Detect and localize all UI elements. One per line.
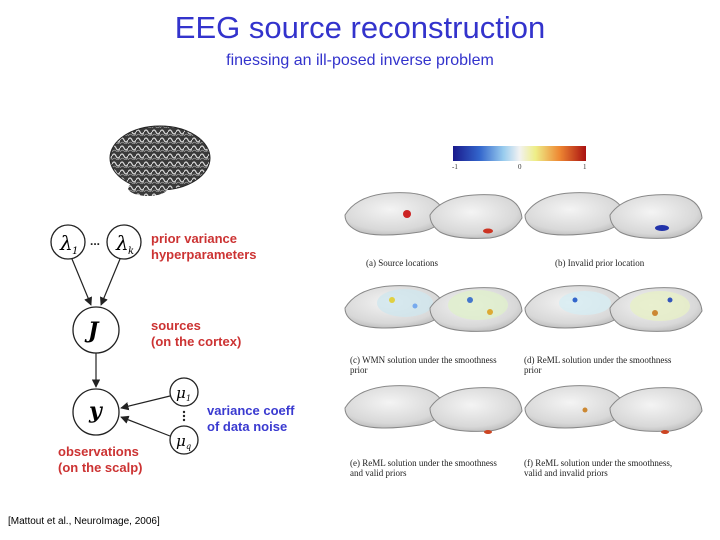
colorbar-tick-min: -1	[452, 163, 458, 171]
ellipsis: ...	[90, 234, 100, 248]
svg-text:λ: λ	[59, 231, 73, 255]
node-y: y	[72, 388, 120, 436]
label-observations: observations (on the scalp)	[58, 444, 143, 475]
svg-text:k: k	[128, 246, 134, 257]
page-title: EEG source reconstruction	[174, 10, 546, 45]
svg-text:μ: μ	[176, 384, 186, 402]
colorbar-tick-max: 1	[583, 163, 587, 171]
svg-text:1: 1	[186, 394, 191, 403]
colorbar-tick-mid: 0	[518, 163, 522, 171]
label-prior-variance: prior variance hyperparameters	[151, 231, 257, 262]
label-noise: variance coeff of data noise	[207, 403, 295, 434]
node-J: J	[72, 306, 120, 354]
panel-d	[524, 285, 703, 332]
node-mu-q: μ q	[169, 425, 199, 455]
node-lambda-k: λ k	[106, 224, 142, 260]
svg-text:q: q	[186, 442, 191, 451]
svg-text:λ: λ	[115, 231, 129, 255]
panel-b	[524, 192, 703, 239]
model-edges	[71, 258, 171, 437]
citation: [Mattout et al., NeuroImage, 2006]	[8, 516, 160, 527]
caption-a: (a) Source locations	[366, 258, 438, 268]
panel-c	[344, 285, 523, 332]
brain-panels	[344, 192, 703, 434]
panel-e	[344, 385, 523, 434]
svg-text:J: J	[84, 318, 100, 344]
node-lambda-1: λ 1	[50, 224, 86, 260]
caption-f: (f) ReML solution under the smoothness,v…	[524, 458, 673, 478]
node-mu-1: μ 1	[169, 377, 199, 407]
caption-b: (b) Invalid prior location	[555, 258, 645, 268]
svg-text:1: 1	[72, 246, 78, 257]
brain-image	[109, 125, 211, 196]
vertical-dots	[182, 410, 186, 422]
svg-text:y: y	[88, 398, 104, 424]
panel-f	[524, 385, 703, 434]
svg-text:μ: μ	[176, 432, 186, 450]
colorbar	[453, 146, 586, 161]
label-sources: sources (on the cortex)	[151, 318, 242, 349]
page-subtitle: finessing an ill-posed inverse problem	[226, 52, 494, 69]
panel-a	[344, 192, 523, 239]
